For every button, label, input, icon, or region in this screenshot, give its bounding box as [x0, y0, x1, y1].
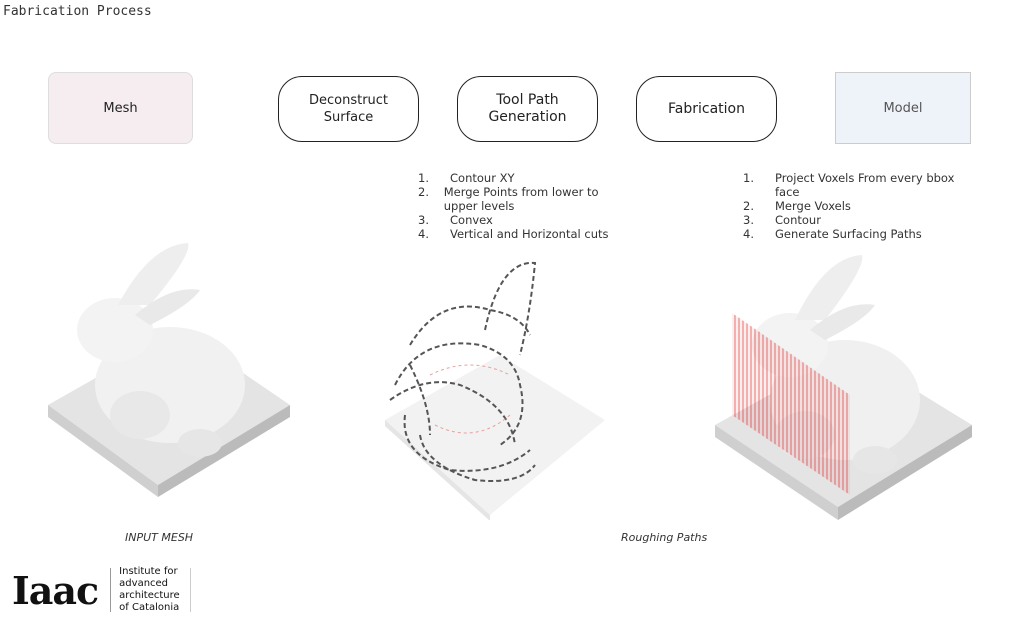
roughing-paths-illustration: [385, 261, 605, 520]
logo-divider: [189, 568, 191, 612]
node-fabrication: Fabrication: [636, 76, 777, 142]
step-text: Contour: [775, 213, 821, 227]
step-number: 4.: [418, 227, 429, 241]
step-number: 1.: [418, 171, 429, 185]
step-text: Convex: [450, 213, 493, 227]
logo-mark: Iaac: [12, 567, 99, 613]
input-mesh-bunny-illustration: [48, 243, 290, 497]
surfacing-paths-illustration: [715, 255, 972, 520]
node-model: Model: [835, 72, 971, 144]
list-item: 3. Contour: [743, 213, 973, 227]
step-text: Project Voxels From every bbox face: [775, 171, 955, 199]
list-item: 2. Merge Voxels: [743, 199, 973, 213]
step-number: 2.: [418, 185, 429, 199]
list-item: 2. Merge Points from lower to upper level…: [418, 185, 628, 213]
step-text: Generate Surfacing Paths: [775, 227, 922, 241]
step-number: 3.: [743, 213, 754, 227]
logo-text: Institute for advanced architecture of C…: [119, 566, 180, 613]
step-text: Contour XY: [450, 171, 515, 185]
step-number: 3.: [418, 213, 429, 227]
node-tool-path-generation: Tool Path Generation: [457, 76, 598, 142]
list-item: 4. Generate Surfacing Paths: [743, 227, 973, 241]
iaac-logo: Iaac Institute for advanced architecture…: [12, 566, 191, 614]
step-number: 4.: [743, 227, 754, 241]
caption-roughing-paths: Roughing Paths: [621, 531, 708, 544]
list-item: 1. Contour XY: [418, 171, 628, 185]
model-steps-list: 1. Project Voxels From every bbox face 2.…: [743, 171, 973, 241]
toolpath-steps-list: 1. Contour XY 2. Merge Points from lower t…: [418, 171, 628, 241]
list-item: 3. Convex: [418, 213, 628, 227]
page-title: Fabrication Process: [3, 4, 152, 19]
step-text: Vertical and Horizontal cuts: [450, 227, 609, 241]
step-text: Merge Points from lower to upper levels: [443, 185, 599, 213]
logo-divider: [110, 568, 112, 612]
list-item: 4. Vertical and Horizontal cuts: [418, 227, 628, 241]
list-item: 1. Project Voxels From every bbox face: [743, 171, 973, 199]
step-number: 1.: [743, 171, 754, 185]
node-deconstruct-surface: Deconstruct Surface: [278, 76, 419, 142]
caption-input-mesh: INPUT MESH: [125, 531, 194, 544]
step-text: Merge Voxels: [775, 199, 851, 213]
node-mesh: Mesh: [48, 72, 193, 144]
step-number: 2.: [743, 199, 754, 213]
